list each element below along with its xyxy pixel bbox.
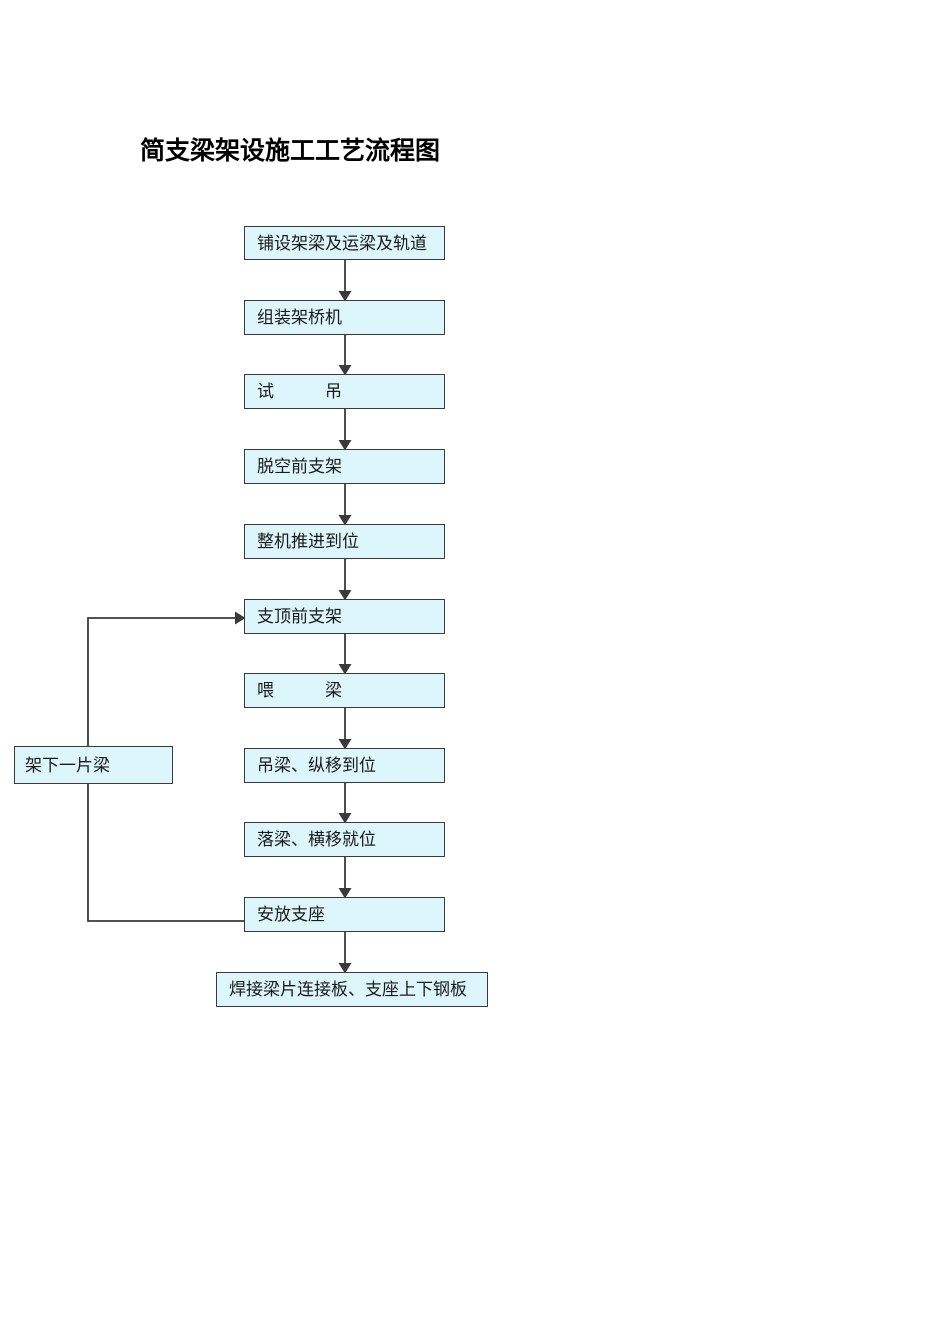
flow-node-trial-lift[interactable]: 试 吊 [244,374,445,409]
flow-node-assemble-bridge-machine[interactable]: 组装架桥机 [244,300,445,335]
flow-node-label: 安放支座 [257,905,325,924]
flow-node-label: 架下一片梁 [25,755,110,775]
page-title: 简支梁架设施工工艺流程图 [140,137,441,165]
flow-node-lift-and-longitudinal-move[interactable]: 吊梁、纵移到位 [244,748,445,783]
flow-node-label: 脱空前支架 [257,457,342,476]
flow-node-release-front-support[interactable]: 脱空前支架 [244,449,445,484]
flow-node-erect-next-beam[interactable]: 架下一片梁 [14,746,173,784]
flow-node-label: 试 吊 [257,382,342,401]
flow-node-machine-push-in-place[interactable]: 整机推进到位 [244,524,445,559]
flow-node-label: 焊接梁片连接板、支座上下钢板 [229,980,467,999]
flow-node-label: 铺设架梁及运梁及轨道 [257,233,427,253]
flow-node-place-bearing[interactable]: 安放支座 [244,897,445,932]
flow-node-lower-and-transverse-move[interactable]: 落梁、横移就位 [244,822,445,857]
flow-node-label: 组装架桥机 [257,308,342,327]
flow-node-paving-track[interactable]: 铺设架梁及运梁及轨道 [244,226,445,260]
flow-node-label: 整机推进到位 [257,532,359,551]
flow-node-jack-front-support[interactable]: 支顶前支架 [244,599,445,634]
flow-node-label: 落梁、横移就位 [257,830,376,849]
flow-node-label: 支顶前支架 [257,607,342,626]
flow-node-label: 喂 梁 [257,681,342,700]
flow-node-weld-connection-plates[interactable]: 焊接梁片连接板、支座上下钢板 [216,972,488,1007]
flow-node-feed-beam[interactable]: 喂 梁 [244,673,445,708]
flow-node-label: 吊梁、纵移到位 [257,756,376,775]
